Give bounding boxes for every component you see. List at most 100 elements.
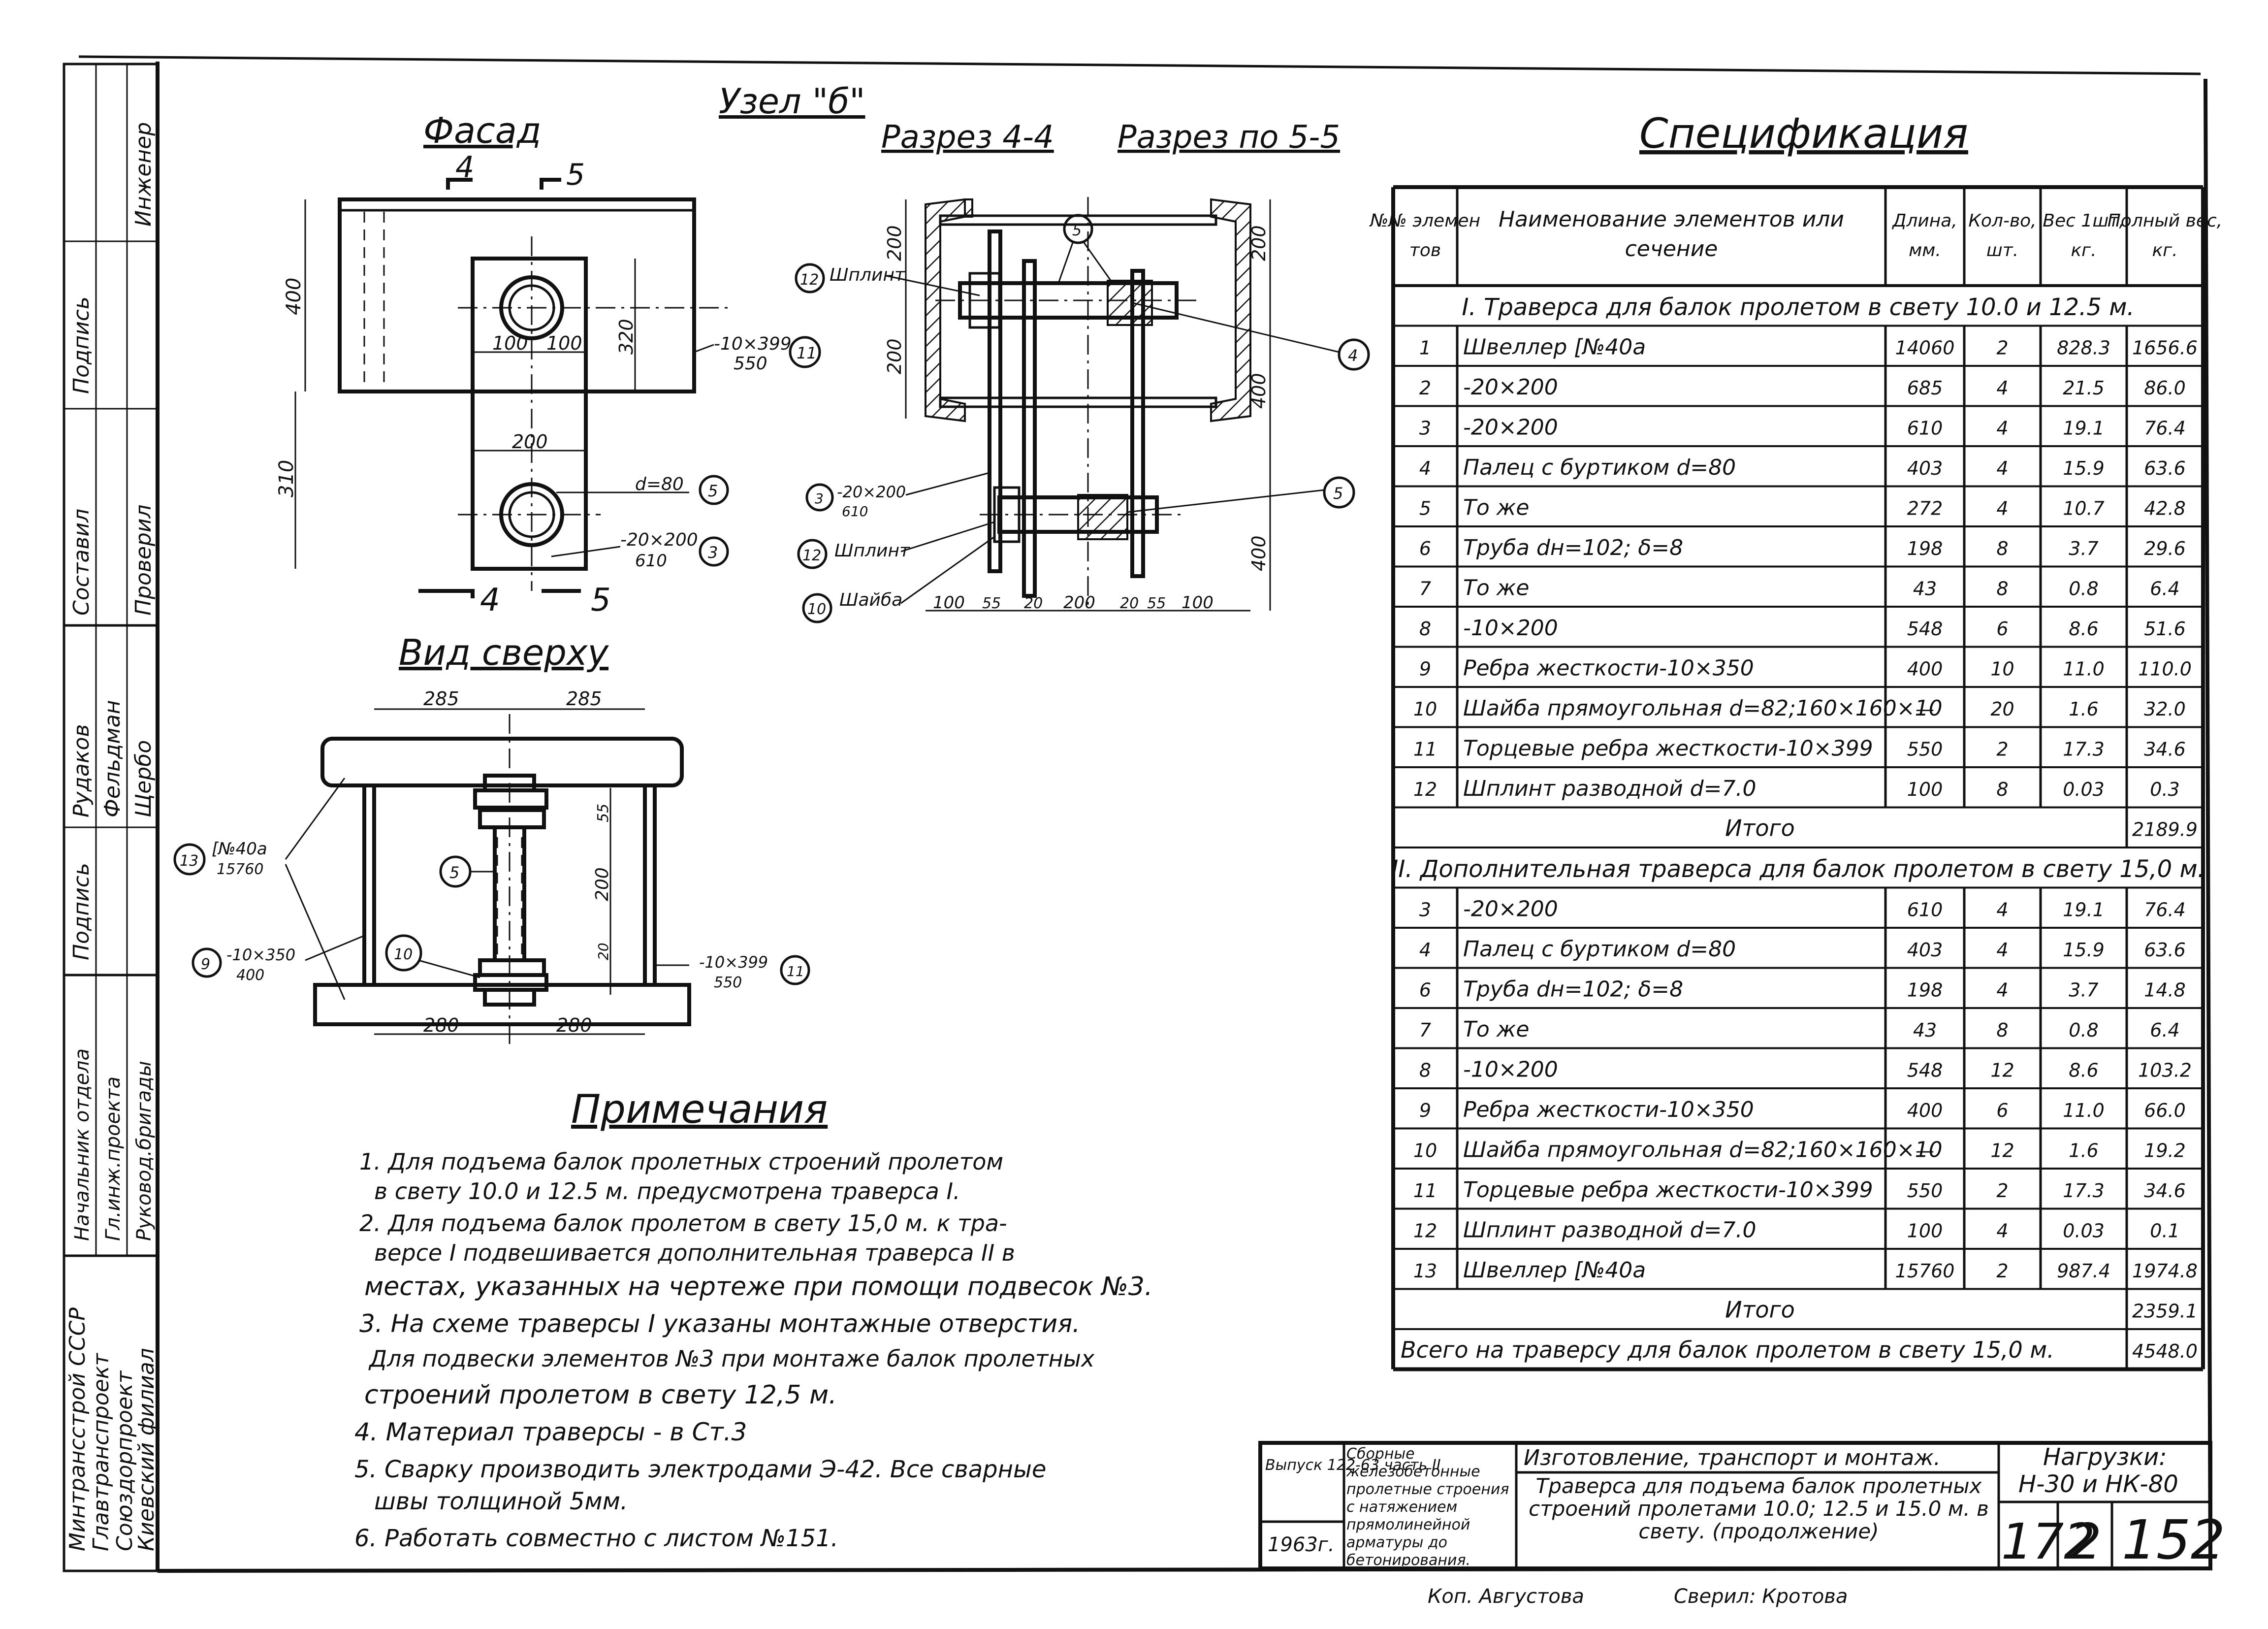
section-splint-2: Шплинт [834,541,910,561]
stamp-name-3: Щербо [131,740,156,817]
tb-num2: 2 [2070,1513,2102,1570]
spec-cell-20-5: 66.0 [2144,1100,2186,1121]
spec-cell-16-4: 15.9 [2063,939,2105,961]
spec-cell-19-2: 548 [1907,1060,1943,1081]
top-callout-11: 11 [787,963,804,979]
spec-cell-21-0: 10 [1413,1140,1437,1162]
spec-cell-22-5: 34.6 [2144,1180,2186,1202]
section-dim-b55b: 55 [1147,595,1166,612]
spec-cell-18-4: 0.8 [2069,1019,2098,1041]
spec-cell-19-0: 8 [1419,1060,1431,1081]
spec-cell-8-4: 8.6 [2069,618,2098,640]
spec-cell-8-2: 548 [1907,618,1943,640]
spec-header-2-line-1: мм. [1909,240,1941,261]
spec-cell-18-2: 43 [1913,1019,1937,1041]
section-dim-200a: 200 [884,225,905,261]
spec-cell-24-4: 987.4 [2057,1260,2110,1282]
spec-cell-9-1: Ребра жесткости-10×350 [1463,656,1754,681]
spec-header-4-line-0: Вес 1шт, [2043,211,2124,231]
spec-cell-2-1: -20×200 [1463,375,1558,400]
spec-cell-20-2: 400 [1907,1100,1943,1121]
section-dim-b100: 100 [933,593,965,613]
spec-cell-24-5: 1974.8 [2132,1260,2198,1282]
spec-cell-8-3: 6 [1996,618,2008,640]
spec-cell-2-0: 2 [1419,377,1431,399]
spec-cell-7-0: 7 [1419,578,1431,600]
tb-copied: Коп. Августова [1428,1585,1584,1608]
facade-rib-label: -10×399 [714,334,792,354]
section-callout-12b: 12 [802,547,821,564]
spec-total-value-13: 2189.9 [2132,819,2198,841]
spec-cell-21-5: 19.2 [2144,1140,2186,1162]
spec-header-0-line-1: тов [1409,240,1441,261]
spec-cell-12-5: 0.3 [2150,779,2179,800]
top-dim-280b: 280 [556,1014,592,1036]
spec-grand-value: 4548.0 [2132,1340,2198,1362]
facade-dim-100b: 100 [546,332,582,354]
stamp-role-6: Подпись [69,296,94,394]
facade-cut4-bottom: 4 [480,582,500,619]
stamp-org-2: Главтранспроект [89,1353,114,1551]
spec-cell-4-1: Палец с буртиком d=80 [1463,455,1736,480]
spec-cell-11-4: 17.3 [2063,739,2105,760]
stamp-role-8: Инженер [131,122,156,227]
spec-cell-5-1: То же [1463,495,1530,521]
note-line-1: 1. Для подъема балок пролетных строений … [359,1148,1003,1175]
spec-cell-1-1: Швеллер [№40а [1463,335,1646,360]
spec-cell-4-3: 4 [1996,457,2008,479]
stamp-role-5: Составил [69,509,94,616]
spec-cell-21-2: — [1916,1140,1934,1162]
spec-cell-5-2: 272 [1907,498,1943,520]
facade-dim-100a: 100 [492,332,528,354]
note-line-3: 2. Для подъема балок пролетом в свету 15… [359,1210,1007,1237]
spec-cell-10-3: 20 [1990,698,2014,720]
spec-cell-23-3: 4 [1996,1220,2008,1242]
top-dim-285b: 285 [566,688,602,710]
spec-header-4-line-1: кг. [2071,240,2096,261]
spec-section-title-14: II. Дополнительная траверса для балок пр… [1391,855,2205,883]
spec-cell-6-0: 6 [1419,538,1431,559]
stamp-role-2: Гл.инж.проекта [102,1076,125,1241]
spec-header-3-line-1: шт. [1986,240,2018,261]
top-rib1-len: 400 [236,967,264,984]
spec-cell-9-4: 11.0 [2063,658,2105,680]
note-line-5: местах, указанных на чертеже при помощи … [364,1272,1152,1302]
spec-cell-17-3: 4 [1996,979,2008,1001]
spec-cell-1-3: 2 [1996,337,2008,359]
top-channel-len: 15760 [217,861,263,878]
section-44-title: Разрез 4-4 [881,119,1054,156]
facade-rib-len: 550 [734,354,767,374]
facade-cut5-bottom: 5 [591,582,611,619]
section-callout-5b: 5 [1333,484,1343,503]
section-dim-400: 400 [1248,373,1270,409]
spec-cell-20-0: 9 [1419,1100,1431,1121]
spec-cell-12-2: 100 [1907,779,1943,800]
section-callout-12: 12 [800,271,819,289]
spec-cell-16-1: Палец с буртиком d=80 [1463,937,1736,962]
note-line-12: 6. Работать совместно с листом №151. [354,1525,838,1552]
section-callout-10: 10 [807,601,826,618]
spec-cell-15-0: 3 [1419,899,1431,921]
spec-cell-12-4: 0.03 [2063,779,2105,800]
stamp-role-4: Подпись [69,863,94,960]
top-view-title: Вид сверху [399,632,609,673]
spec-cell-18-1: То же [1463,1017,1530,1042]
facade-callout-3: 3 [708,543,718,562]
tb-series: Сборные железобетонные пролетные строени… [1346,1445,1509,1566]
spec-cell-4-0: 4 [1419,457,1431,479]
section-view: 200 200 200 400 400 100 55 20 200 20 55 … [795,197,1370,623]
spec-cell-2-3: 4 [1996,377,2008,399]
spec-cell-24-0: 13 [1413,1260,1437,1282]
spec-cell-10-0: 10 [1413,698,1437,720]
notes-block: Примечания 1. Для подъема балок пролетны… [354,1086,1152,1552]
stamp-role-3: Руковод.бригады [133,1061,156,1241]
spec-total-label-25: Итого [1725,1297,1795,1323]
note-line-10: 5. Сварку производить электродами Э-42. … [354,1456,1046,1483]
section-splint-1: Шплинт [830,265,905,285]
section-55-title: Разрез по 5-5 [1118,119,1340,156]
spec-cell-12-3: 8 [1996,779,2008,800]
stamp-org-1: Минтрансстрой СССР [65,1307,90,1551]
spec-cell-7-1: То же [1463,576,1530,601]
spec-cell-24-1: Швеллер [№40а [1463,1258,1646,1283]
